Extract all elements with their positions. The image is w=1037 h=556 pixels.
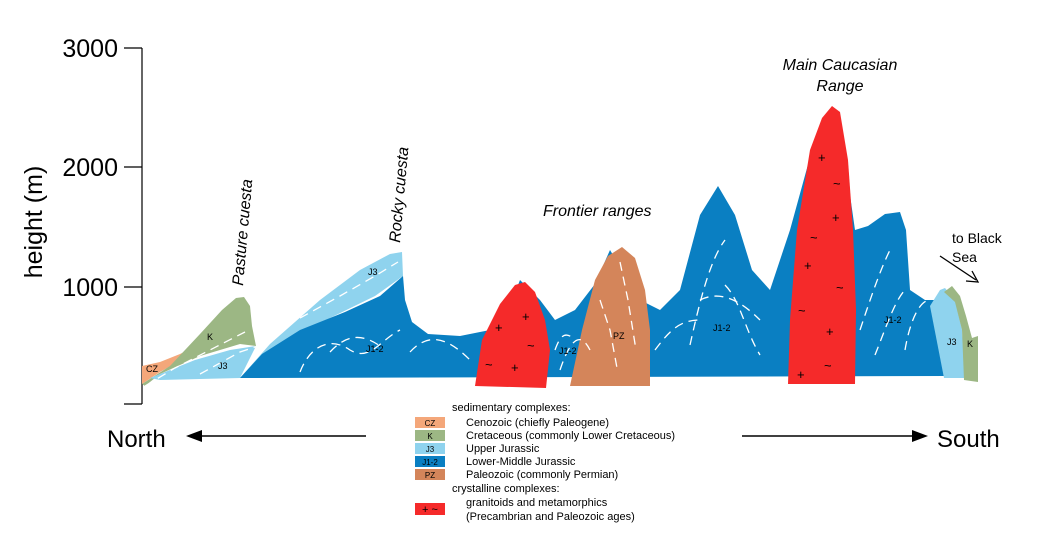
label-rocky-cuesta: Rocky cuesta (387, 146, 412, 243)
svg-text:+: + (495, 320, 503, 335)
legend-swatch-k (415, 430, 445, 441)
unit-granite-left (475, 282, 550, 388)
y-axis: 3000 2000 1000 height (m) (20, 35, 143, 405)
legend-code-cz: CZ (425, 419, 436, 428)
north-arrow (186, 430, 366, 442)
unit-granite-main (788, 106, 856, 384)
y-axis-label: height (m) (20, 166, 48, 279)
legend-swatch-j12 (415, 456, 445, 467)
svg-text:~: ~ (824, 358, 832, 373)
legend-label-pz: Paleozoic (commonly Permian) (466, 469, 618, 481)
label-j3-left: J3 (218, 361, 228, 371)
granite-symbols: + + ~ ~ + + ~ + ~ + ~ ~ + + ~ (485, 150, 844, 382)
svg-text:~: ~ (810, 230, 818, 245)
label-main-range-2: Range (816, 78, 863, 95)
label-j12-left: J1-2 (366, 344, 384, 354)
svg-text:+: + (804, 258, 812, 273)
unit-k-right (944, 286, 978, 382)
label-j12-right2: J1-2 (884, 315, 902, 325)
svg-text:+: + (832, 210, 840, 225)
legend-label-granite-2: (Precambrian and Paleozoic ages) (466, 511, 635, 523)
legend-label-k: Cretaceous (commonly Lower Cretaceous) (466, 430, 675, 442)
label-j12-mid: J1-2 (559, 346, 577, 356)
legend-code-k: K (427, 432, 433, 441)
unit-k-left (142, 297, 256, 386)
unit-pz (570, 247, 650, 386)
svg-text:+: + (522, 309, 530, 324)
label-j12-right1: J1-2 (713, 323, 731, 333)
unit-j12 (240, 110, 945, 378)
legend-label-granite-1: granitoids and metamorphics (466, 497, 608, 509)
legend-label-j3: Upper Jurassic (466, 443, 540, 455)
legend-code-j3: J3 (426, 445, 435, 454)
bedding-lines (144, 239, 931, 387)
south-arrow (742, 430, 928, 442)
legend-label-j12: Lower-Middle Jurassic (466, 456, 576, 468)
legend-heading-cry: crystalline complexes: (452, 483, 560, 495)
legend-swatch-cz (415, 417, 445, 428)
unit-j3-right (930, 288, 965, 378)
legend-heading-sed: sedimentary complexes: (452, 402, 571, 414)
svg-text:~: ~ (485, 357, 493, 372)
label-north: North (107, 426, 166, 453)
label-frontier-ranges: Frontier ranges (543, 203, 652, 220)
legend-code-j12: J1-2 (422, 458, 438, 467)
legend-code-pz: PZ (425, 471, 435, 480)
label-to-black-sea-1: to Black (952, 230, 1003, 246)
tick-label-1000: 1000 (62, 274, 118, 302)
label-j3-upper: J3 (368, 267, 378, 277)
label-j3-right: J3 (947, 337, 957, 347)
tick-label-3000: 3000 (62, 35, 118, 63)
svg-text:+: + (797, 367, 805, 382)
legend-swatch-pz (415, 469, 445, 480)
label-k-left: K (207, 332, 213, 342)
legend-symbol-granite: + ~ (422, 504, 438, 516)
svg-text:+: + (511, 360, 519, 375)
legend-swatch-granite (415, 503, 445, 515)
svg-text:~: ~ (798, 303, 806, 318)
svg-text:+: + (826, 324, 834, 339)
label-pasture-cuesta: Pasture cuesta (230, 178, 256, 286)
label-south: South (937, 426, 1000, 453)
unit-labels: CZ K J3 J3 J1-2 J1-2 PZ J1-2 J1-2 J3 K (146, 267, 973, 374)
svg-text:~: ~ (836, 280, 844, 295)
label-k-right: K (967, 339, 973, 349)
label-to-black-sea-2: Sea (952, 249, 977, 265)
svg-text:~: ~ (527, 338, 535, 353)
legend: sedimentary complexes: CZ Cenozoic (chie… (415, 402, 675, 523)
svg-text:+: + (818, 150, 826, 165)
label-cz: CZ (146, 364, 158, 374)
legend-swatch-j3 (415, 443, 445, 454)
black-sea-arrow (939, 255, 980, 283)
label-main-range-1: Main Caucasian (783, 57, 898, 74)
svg-text:~: ~ (833, 176, 841, 191)
tick-label-2000: 2000 (62, 154, 118, 182)
legend-label-cz: Cenozoic (chiefly Paleogene) (466, 417, 609, 429)
unit-j3-left (150, 346, 256, 380)
label-pz: PZ (613, 331, 625, 341)
